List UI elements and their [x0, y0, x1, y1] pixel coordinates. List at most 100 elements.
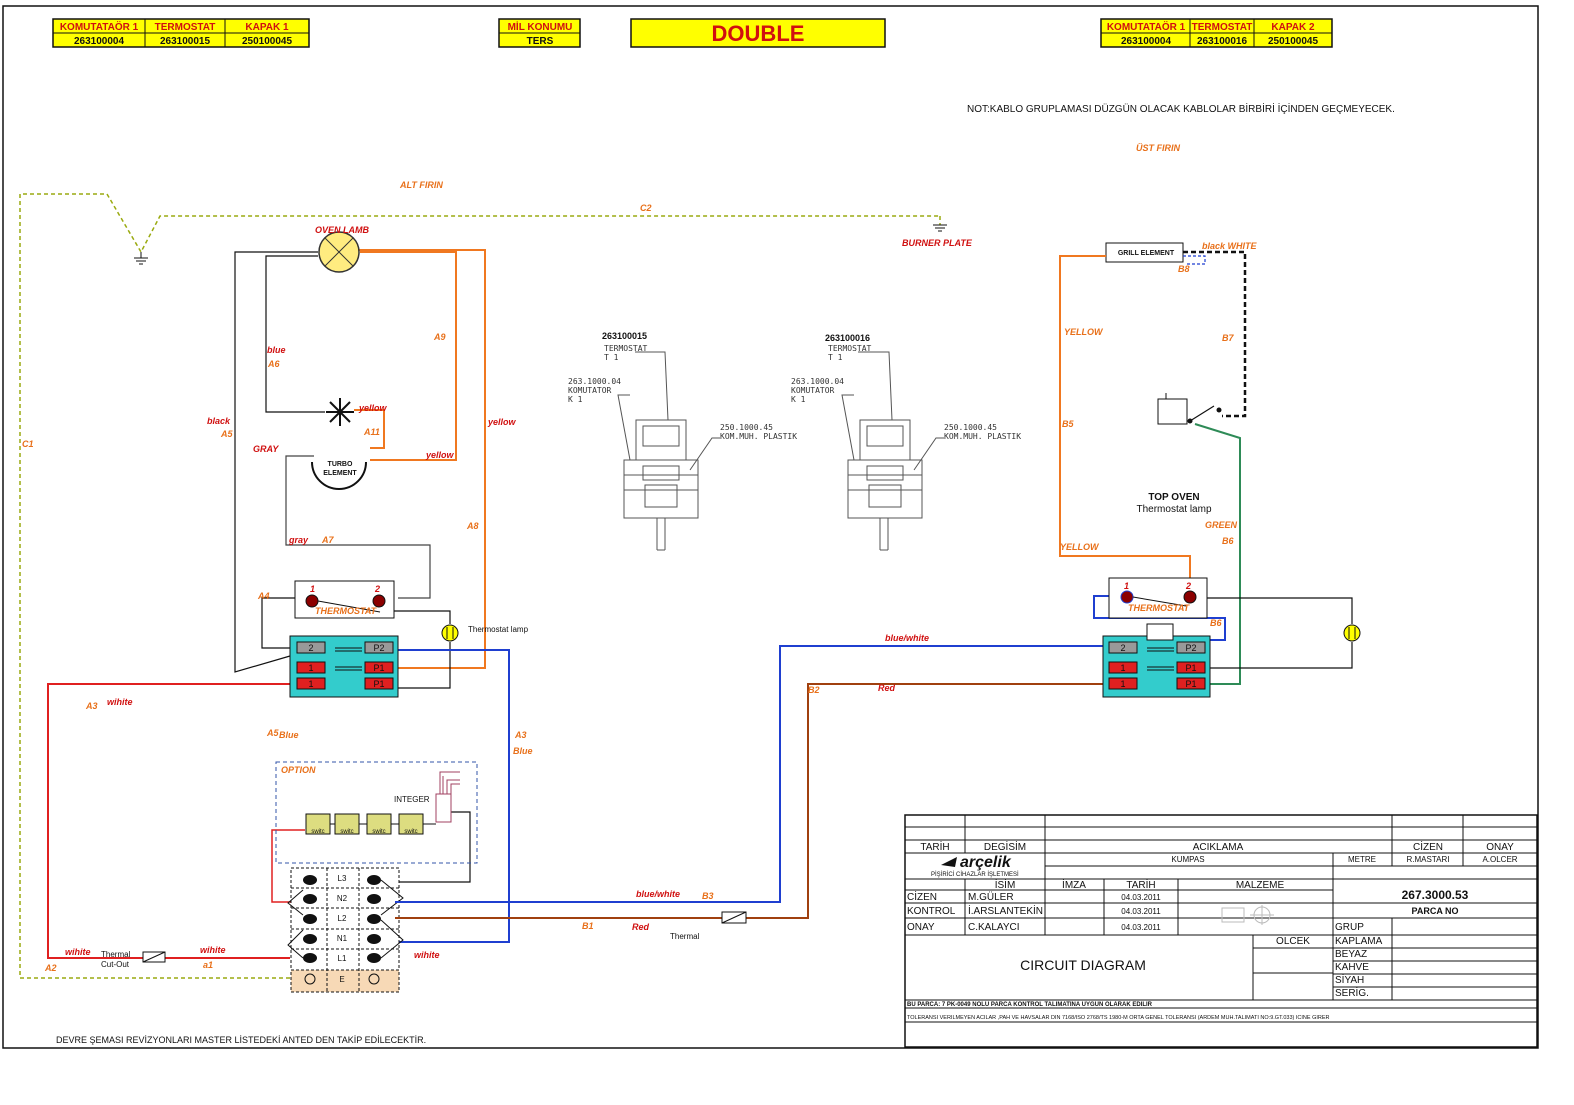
sw-upper-p2: P2 — [1185, 643, 1196, 653]
section-upper-oven: ÜST FIRIN — [1136, 143, 1180, 153]
part-1-p1: 250.1000.45 — [720, 423, 773, 432]
label-gray: gray — [288, 535, 309, 545]
turbo-label-1: TURBO — [328, 461, 353, 468]
label-yellow-1: yellow — [358, 403, 388, 413]
wire-orange-b5 — [1059, 255, 1191, 592]
tb-row-2-name: İ.ARSLANTEKİN — [968, 904, 1043, 917]
terminal-n2: N2 — [337, 894, 348, 903]
part-2-p1: 250.1000.45 — [944, 423, 997, 432]
thermal-cutout — [142, 951, 166, 963]
label-a7: A7 — [321, 535, 334, 545]
label-option: OPTION — [281, 765, 316, 775]
label-burner-plate: BURNER PLATE — [902, 238, 973, 248]
turbo-label-2: ELEMENT — [323, 470, 357, 477]
hdr-left-col-3: KAPAK 1 — [245, 22, 289, 33]
part-2-k3: K 1 — [791, 395, 806, 404]
part-2-t2: T 1 — [828, 353, 843, 362]
wire-option-black — [385, 811, 471, 883]
label-b2: B2 — [808, 685, 820, 695]
label-red-1: Red — [632, 922, 650, 932]
thermostat-upper — [1108, 577, 1208, 619]
label-b6-upper: B6 — [1210, 618, 1222, 628]
switch-3: switc — [372, 829, 385, 835]
label-a3-white: A3 — [85, 701, 98, 711]
part-1-k1: 263.1000.04 — [568, 377, 621, 386]
wire-green-b6 — [1194, 423, 1241, 685]
tb-row-1-date: 04.03.2011 — [1121, 893, 1161, 902]
title-block-part-sketch — [1221, 905, 1274, 925]
switch-4: switc — [404, 829, 417, 835]
wire-blue-a3 — [395, 649, 510, 943]
label-blue: blue — [267, 345, 286, 355]
label-oven-lamb: OVEN LAMB — [315, 225, 370, 235]
tb-row-3-name: C.KALAYCI — [968, 922, 1020, 933]
label-blue-white-2: blue/white — [885, 633, 929, 643]
th-upper-1: 1 — [1124, 581, 1129, 591]
turbo-element — [311, 461, 367, 490]
tb-finish-2: BEYAZ — [1335, 949, 1367, 960]
label-white-3: wihite — [200, 945, 226, 955]
wire-red-option — [271, 829, 305, 903]
label-a4: A4 — [257, 591, 270, 601]
label-a2: A2 — [44, 963, 57, 973]
thermostat-lamp-lower — [441, 624, 459, 642]
sw-lower-p1a: P1 — [373, 663, 384, 673]
wire-black-a6 — [265, 255, 325, 413]
tb-kumpas: KUMPAS — [1171, 855, 1204, 864]
hdr-left-val-2: 263100015 — [160, 36, 210, 47]
hdr-left-val-3: 250100045 — [242, 36, 292, 47]
part-1-code: 263100015 — [602, 331, 647, 341]
hdr-right-val-3: 250100045 — [1268, 36, 1318, 47]
wire-black-a5 — [234, 251, 318, 673]
option-box — [275, 761, 478, 864]
header-mil-konumu: MİL KONUMU TERS — [498, 18, 581, 48]
switch-block-lower — [289, 635, 399, 698]
tb-parca-no: PARCA NO — [1412, 906, 1459, 916]
label-top-oven: TOP OVEN — [1148, 492, 1199, 503]
tb-olcek: OLCEK — [1276, 936, 1310, 947]
label-c2: C2 — [640, 203, 652, 213]
label-b1: B1 — [582, 921, 594, 931]
tb-finish-4: SİYAH — [1335, 973, 1364, 986]
thermal-fuse — [721, 911, 747, 924]
label-red-2: Red — [878, 683, 896, 693]
label-thermostat-lamp: Thermostat lamp — [468, 625, 529, 634]
label-green: GREEN — [1205, 520, 1238, 530]
tb-note-2: TOLERANSI VERILMEYEN ACILAR ,PAH VE HAVS… — [907, 1015, 1330, 1021]
thermostat-lamp-upper — [1343, 624, 1361, 642]
label-a6: A6 — [267, 359, 280, 369]
tb-cizen-header: CİZEN — [1413, 840, 1443, 853]
header-table-left: KOMUTATAÖR 1 TERMOSTAT KAPAK 1 263100004… — [52, 18, 310, 48]
label-a3-blue: A3 — [514, 730, 527, 740]
oven-lamp — [318, 231, 360, 273]
hdr-right-col-3: KAPAK 2 — [1271, 22, 1315, 33]
wire-blue-b3 — [395, 645, 1103, 903]
hdr-right-val-2: 263100016 — [1197, 36, 1247, 47]
tb-row-3-role: ONAY — [907, 922, 935, 933]
header-title-box: DOUBLE — [630, 18, 886, 48]
fan-icon — [326, 398, 354, 426]
part-drawing-1 — [617, 351, 720, 551]
wire-orange-a8 — [355, 249, 486, 669]
wire-blue-dashed-b8 — [1183, 255, 1206, 265]
label-thermal-cutout-2: Cut-Out — [101, 960, 130, 969]
hdr-right-col-1: KOMUTATAÖR 1 — [1107, 20, 1186, 33]
label-blue-white-1: blue/white — [636, 889, 680, 899]
section-lower-oven: ALT FIRIN — [399, 180, 443, 190]
label-white-4: wihite — [414, 950, 440, 960]
mil-konumu-label: MİL KONUMU — [508, 20, 573, 33]
label-yellow-2: yellow — [425, 450, 455, 460]
sheet-border — [2, 5, 1539, 1049]
part-drawing-2 — [841, 351, 944, 551]
ground-symbol-left — [134, 252, 148, 265]
title-block — [904, 814, 1538, 1048]
tb-imza: İMZA — [1062, 878, 1086, 891]
sw-upper-2: 2 — [1120, 643, 1125, 653]
part-2-k1: 263.1000.04 — [791, 377, 844, 386]
label-gray-up: GRAY — [253, 444, 279, 454]
th-lower-1: 1 — [310, 584, 315, 594]
th-upper-2: 2 — [1185, 581, 1191, 591]
tb-degisim: DEGİSİM — [984, 840, 1026, 853]
